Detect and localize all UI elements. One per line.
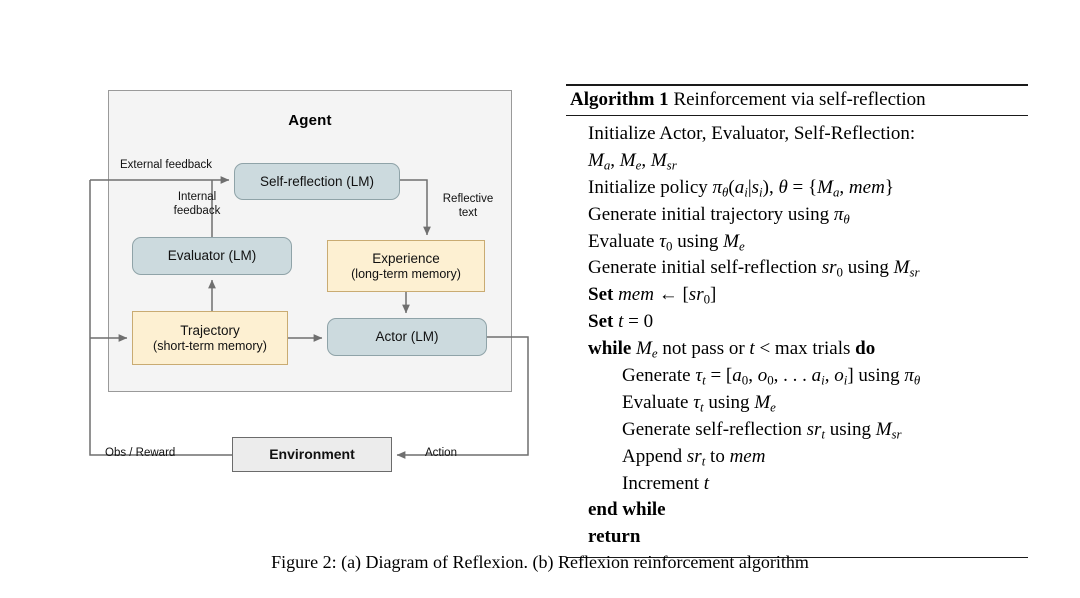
algorithm-rule-mid [566,115,1028,116]
edge-label-reflective-text: Reflective text [437,192,499,221]
node-environment-label: Environment [269,446,355,463]
node-environment: Environment [232,437,392,472]
algorithm-line-15: end while [588,499,666,521]
node-experience: Experience (long-term memory) [327,240,485,292]
algorithm-line-16: return [588,526,641,548]
algorithm-line-9: while Me not pass or t < max trials do [588,338,876,361]
edge-label-reflective-line2: text [458,207,478,220]
node-self-reflection-label: Self-reflection (LM) [259,173,375,189]
edge-label-external-feedback: External feedback [120,159,213,171]
algorithm-line-8: Set t = 0 [588,311,654,333]
edge-label-obs-reward: Obs / Reward [105,447,176,459]
algorithm-rule-top [566,84,1028,86]
node-self-reflection: Self-reflection (LM) [234,163,400,200]
node-experience-sublabel: (long-term memory) [351,266,461,281]
algorithm-block: Algorithm 1 Reinforcement via self-refle… [566,84,1028,559]
algorithm-line-1: Initialize Actor, Evaluator, Self-Reflec… [588,123,916,144]
node-trajectory: Trajectory (short-term memory) [132,311,288,365]
edge-label-internal-feedback-line2: feedback [173,205,221,218]
algorithm-line-6: Generate initial self-reflection sr0 usi… [588,257,920,281]
algorithm-line-5: Evaluate τ0 using Me [588,230,745,254]
algorithm-line-12: Generate self-reflection srt using Msr [622,418,902,442]
algorithm-line-3: Initialize policy πθ(ai|si), θ = {Ma, me… [588,176,894,200]
node-evaluator: Evaluator (LM) [132,237,292,275]
algorithm-number: Algorithm 1 [570,89,669,110]
node-trajectory-label: Trajectory [180,322,240,338]
algorithm-line-7: Set mem ← [sr0] [588,284,717,307]
node-experience-label: Experience [372,250,440,266]
algorithm-line-10: Generate τt = [a0, o0, . . . ai, oi] usi… [622,364,921,388]
edge-label-internal-feedback: Internal feedback [160,190,234,219]
figure-caption: Figure 2: (a) Diagram of Reflexion. (b) … [271,552,809,572]
algorithm-line-4: Generate initial trajectory using πθ [588,203,850,227]
algorithm-line-2: Ma, Me, Msr [588,149,677,173]
algorithm-line-11: Evaluate τt using Me [622,391,776,415]
node-actor: Actor (LM) [327,318,487,356]
edge-label-action: Action [425,447,457,459]
reflexion-diagram: Agent [0,0,545,540]
node-evaluator-label: Evaluator (LM) [167,248,257,264]
algorithm-header: Algorithm 1 Reinforcement via self-refle… [566,86,1028,115]
edge-label-reflective-line1: Reflective [442,193,494,205]
agent-panel-title: Agent [288,112,332,129]
algorithm-line-14: Increment t [622,472,710,494]
algorithm-rule-bottom [566,557,1028,559]
edge-label-internal-feedback-line1: Internal [177,191,217,203]
algorithm-lines: Initialize Actor, Evaluator, Self-Reflec… [566,116,1028,557]
algorithm-line-13: Append srt to mem [622,445,766,469]
node-actor-label: Actor (LM) [375,329,439,345]
algorithm-title: Reinforcement via self-reflection [673,89,926,110]
node-trajectory-sublabel: (short-term memory) [153,338,267,353]
connector-wires [89,176,529,459]
